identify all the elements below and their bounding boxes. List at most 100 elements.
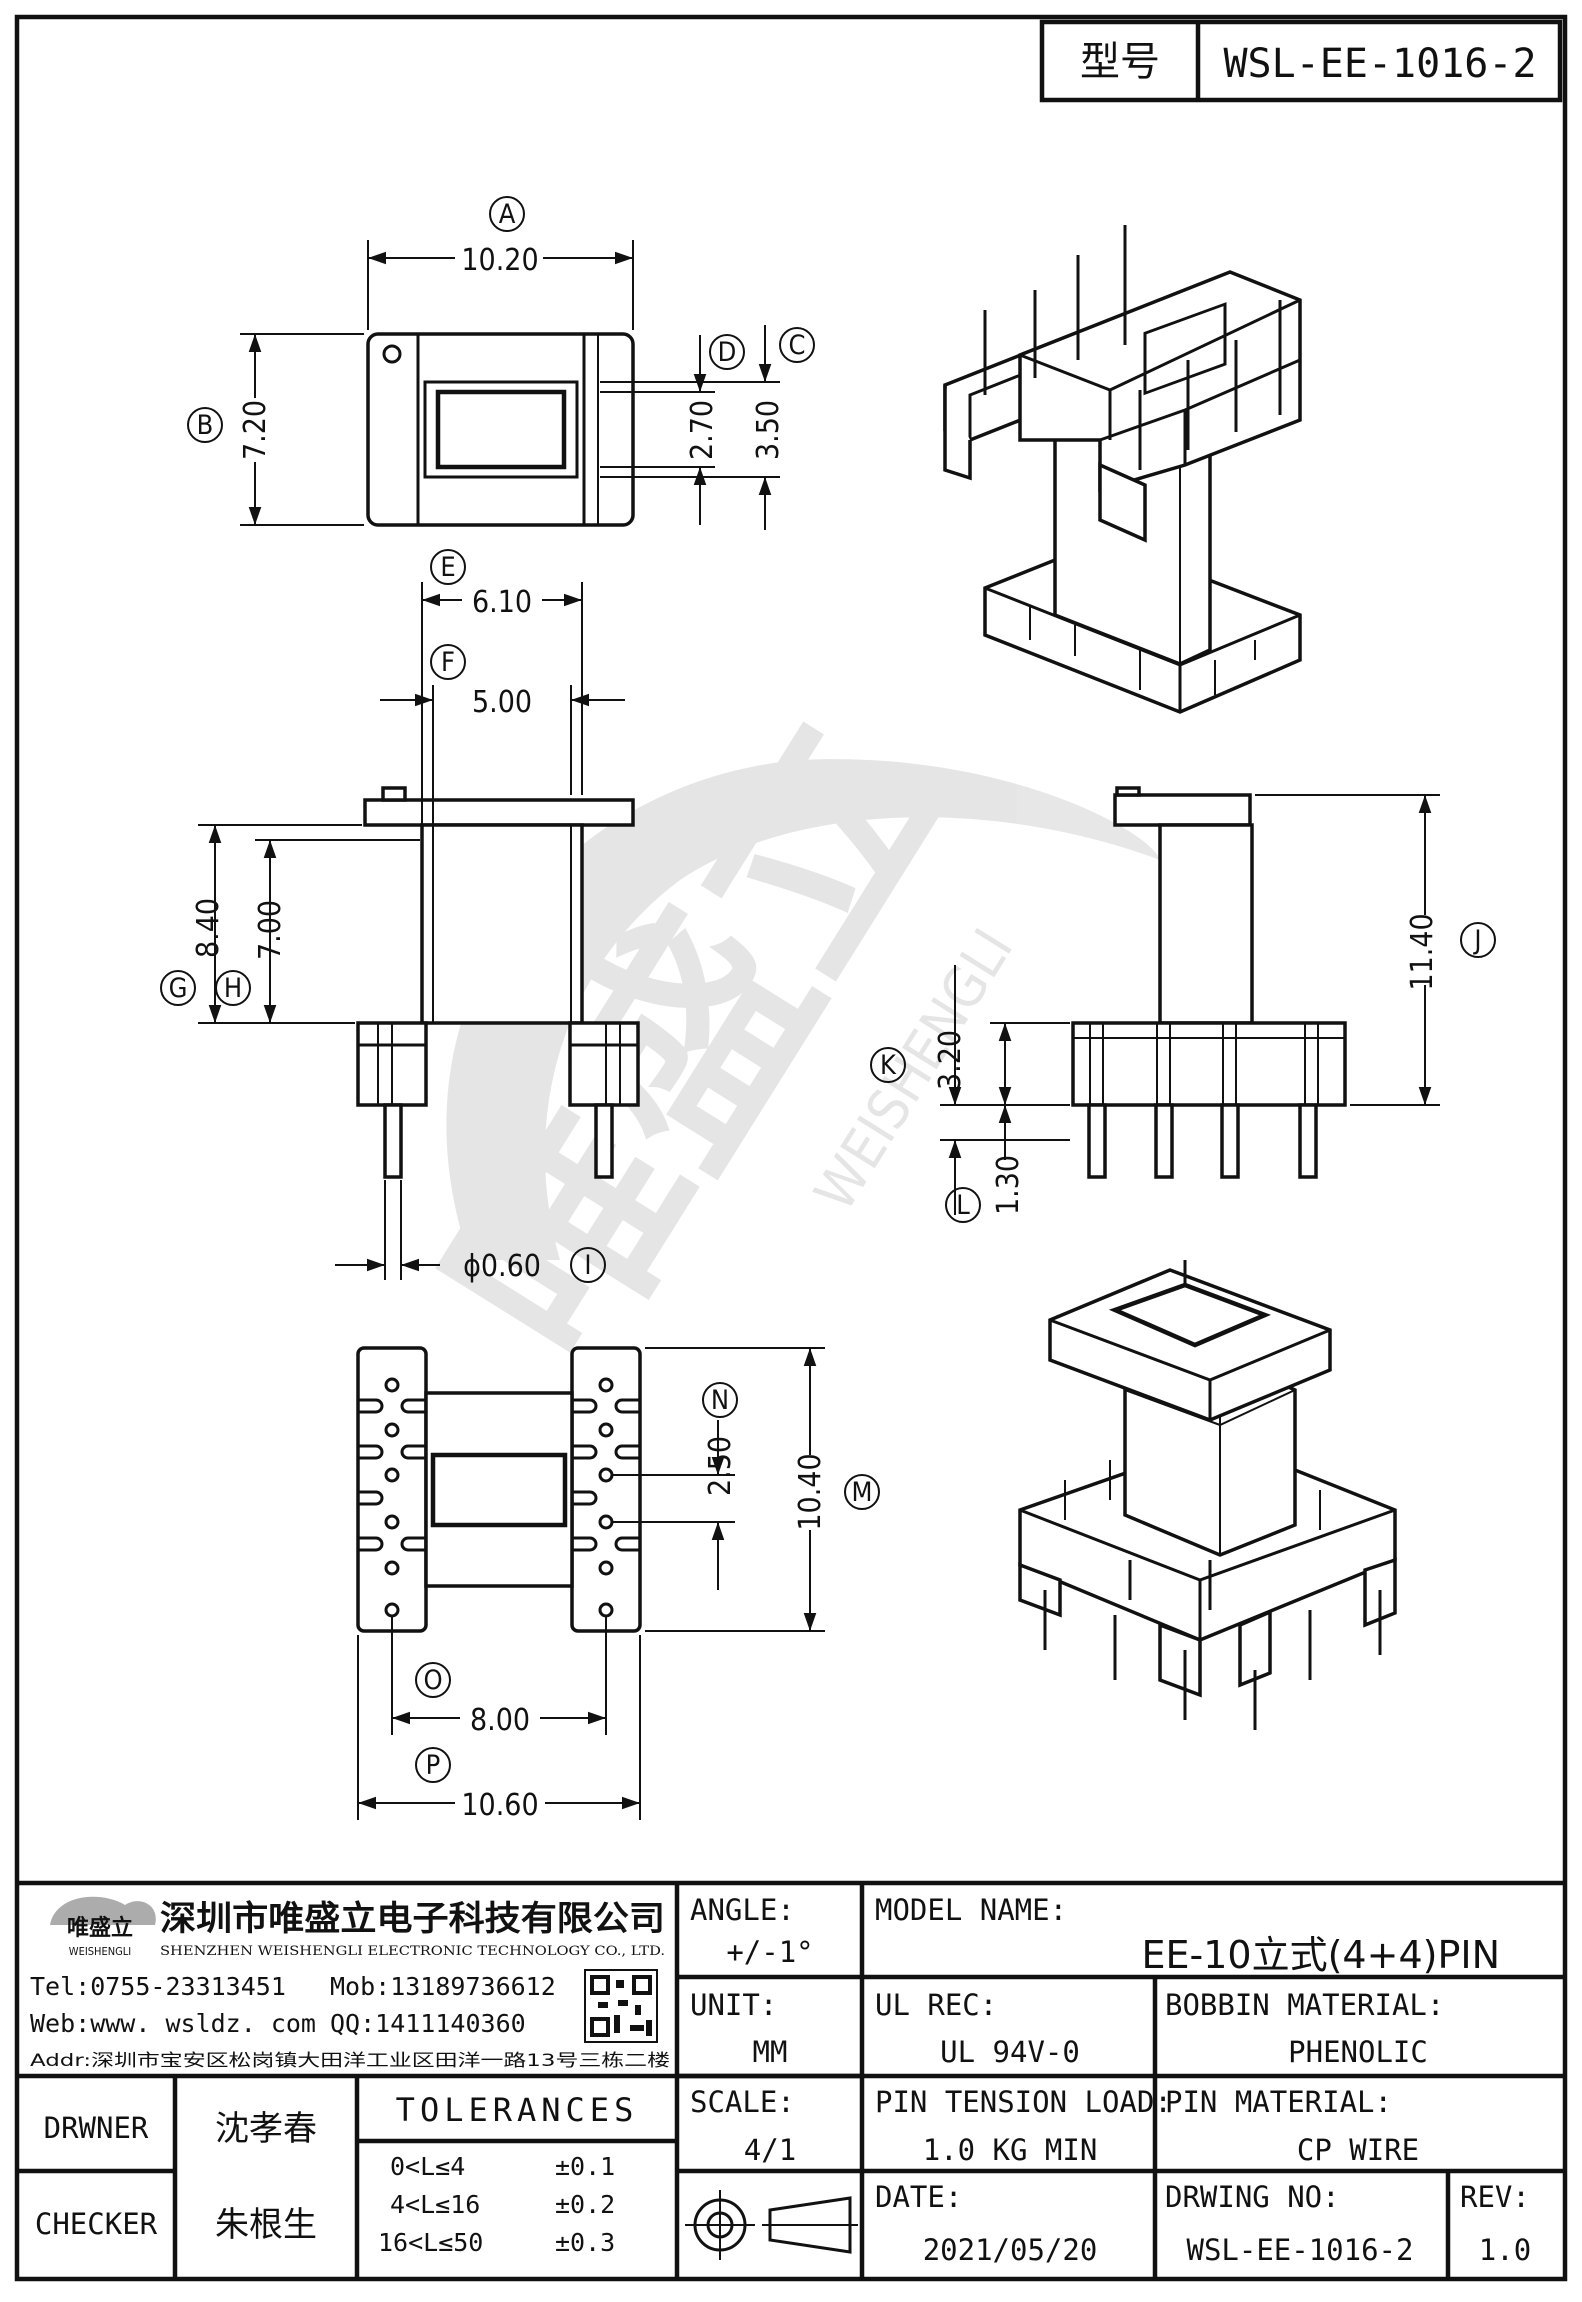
dim-N: 2.50 N <box>612 1382 738 1590</box>
dim-C-value: 3.50 <box>751 400 786 460</box>
callout-N: N <box>711 1385 729 1416</box>
dim-K-value: 3.20 <box>933 1030 968 1090</box>
dim-O: 8.00 O <box>391 1615 607 1738</box>
date-label: DATE: <box>875 2180 962 2214</box>
rev-label: REV: <box>1460 2180 1530 2214</box>
header-model-box: 型号 WSL-EE-1016-2 <box>1039 19 1563 103</box>
dim-D: 2.70 D <box>600 334 745 525</box>
company-address: Addr:深圳市宝安区松岗镇大田洋工业区田洋一路13号三栋二楼 <box>30 2051 670 2071</box>
drawer-label: DRWNER <box>44 2111 149 2145</box>
checker-label: CHECKER <box>35 2207 158 2241</box>
dim-L: 1.30 L <box>940 1105 1070 1223</box>
company-tel: Tel:0755-23313451 <box>30 1972 286 2001</box>
side-view <box>1071 786 1347 1179</box>
company-mob: Mob:13189736612 <box>330 1972 556 2001</box>
iso-view-pins-down <box>1018 1260 1397 1730</box>
callout-O: O <box>423 1665 442 1696</box>
dim-A-value: 10.20 <box>461 243 538 278</box>
callout-L: L <box>956 1190 970 1221</box>
date-value: 2021/05/20 <box>923 2233 1098 2267</box>
company-logo: 唯盛立 WEISHENGLI <box>50 1896 156 1958</box>
dim-M: 10.40 M <box>645 1347 880 1632</box>
dim-G-value: 8.40 <box>191 898 226 958</box>
unit-value: MM <box>753 2035 788 2069</box>
pin-tension-value: 1.0 KG MIN <box>923 2133 1098 2167</box>
drawing-no-label: DRWING NO: <box>1165 2180 1340 2214</box>
model-label: 型号 <box>1080 39 1160 85</box>
top-view <box>366 332 635 527</box>
dim-A: 10.20 A <box>367 196 634 330</box>
model-name-value: EE-10立式(4+4)PIN <box>1142 1933 1500 1977</box>
dim-F: 5.00 F <box>380 644 625 825</box>
callout-G: G <box>169 973 188 1004</box>
checker-name: 朱根生 <box>215 2205 317 2245</box>
callout-D: D <box>718 337 737 368</box>
projection-symbol-icon <box>685 2190 858 2260</box>
title-block <box>17 1880 1565 2279</box>
company-qq: QQ:1411140360 <box>330 2009 526 2038</box>
iso-view-pins-up <box>943 225 1302 714</box>
callout-B: B <box>197 410 214 441</box>
tol-value-3: ±0.3 <box>555 2228 615 2257</box>
dim-O-value: 8.00 <box>470 1703 530 1738</box>
dim-B-value: 7.20 <box>238 400 273 460</box>
tol-value-1: ±0.1 <box>555 2152 615 2181</box>
bottom-view <box>356 1346 642 1633</box>
tolerances-title: TOLERANCES <box>396 2091 639 2129</box>
dim-N-value: 2.50 <box>703 1436 738 1496</box>
company-web: Web:www. wsldz. com <box>30 2009 316 2038</box>
dim-G: 8.40 G <box>160 824 362 1024</box>
callout-A: A <box>499 199 516 230</box>
callout-E: E <box>440 552 455 583</box>
ul-value: UL 94V-0 <box>940 2035 1080 2069</box>
angle-label: ANGLE: <box>690 1893 795 1927</box>
callout-M: M <box>852 1477 873 1508</box>
callout-F: F <box>441 647 455 678</box>
company-name-cn: 深圳市唯盛立电子科技有限公司 <box>160 1899 665 1939</box>
pin-tension-label: PIN TENSION LOAD: <box>875 2085 1172 2119</box>
ul-label: UL REC: <box>875 1988 997 2022</box>
dim-F-value: 5.00 <box>472 685 532 720</box>
pin-material-value: CP WIRE <box>1297 2133 1419 2167</box>
callout-I: I <box>584 1250 591 1281</box>
dim-E-value: 6.10 <box>472 585 532 620</box>
pin-material-label: PIN MATERIAL: <box>1165 2085 1392 2119</box>
front-view <box>356 786 640 1179</box>
scale-value: 4/1 <box>744 2133 796 2167</box>
company-block: 唯盛立 WEISHENGLI 深圳市唯盛立电子科技有限公司 SHENZHEN W… <box>30 1896 670 2071</box>
unit-label: UNIT: <box>690 1988 777 2022</box>
callout-K: K <box>880 1050 897 1081</box>
dim-M-value: 10.40 <box>793 1453 828 1530</box>
model-number: WSL-EE-1016-2 <box>1223 41 1536 87</box>
rev-value: 1.0 <box>1479 2233 1531 2267</box>
tol-range-3: 16<L≤50 <box>378 2228 483 2257</box>
callout-C: C <box>789 330 806 361</box>
tol-range-1: 0<L≤4 <box>390 2152 465 2181</box>
scale-label: SCALE: <box>690 2085 795 2119</box>
qr-code <box>584 1969 658 2043</box>
dim-J-value: 11.40 <box>1405 913 1440 990</box>
logo-sub: WEISHENGLI <box>69 1945 131 1958</box>
dim-J: 11.40 J <box>1255 794 1496 1106</box>
dim-I: ϕ0.60 I <box>335 1180 606 1284</box>
dim-P: 10.60 P <box>357 1635 641 1823</box>
dim-D-value: 2.70 <box>685 400 720 460</box>
callout-J: J <box>1472 925 1481 956</box>
callout-P: P <box>426 1750 441 1781</box>
dim-L-value: 1.30 <box>991 1155 1026 1215</box>
drawer-name: 沈孝春 <box>215 2109 317 2149</box>
sheet-border <box>14 14 1568 2282</box>
tol-value-2: ±0.2 <box>555 2190 615 2219</box>
angle-value: +/-1° <box>726 1935 813 1969</box>
dim-K: 3.20 K <box>870 965 1070 1106</box>
dim-H-value: 7.00 <box>253 900 288 960</box>
logo-text: 唯盛立 <box>67 1915 133 1941</box>
watermark: 唯盛立 WEISHENGLI <box>397 675 1160 1402</box>
callout-H: H <box>224 973 242 1004</box>
dim-B: 7.20 B <box>187 333 364 526</box>
company-name-en: SHENZHEN WEISHENGLI ELECTRONIC TECHNOLOG… <box>160 1944 665 1959</box>
dim-C: 3.50 C <box>600 325 815 530</box>
tol-range-2: 4<L≤16 <box>390 2190 480 2219</box>
